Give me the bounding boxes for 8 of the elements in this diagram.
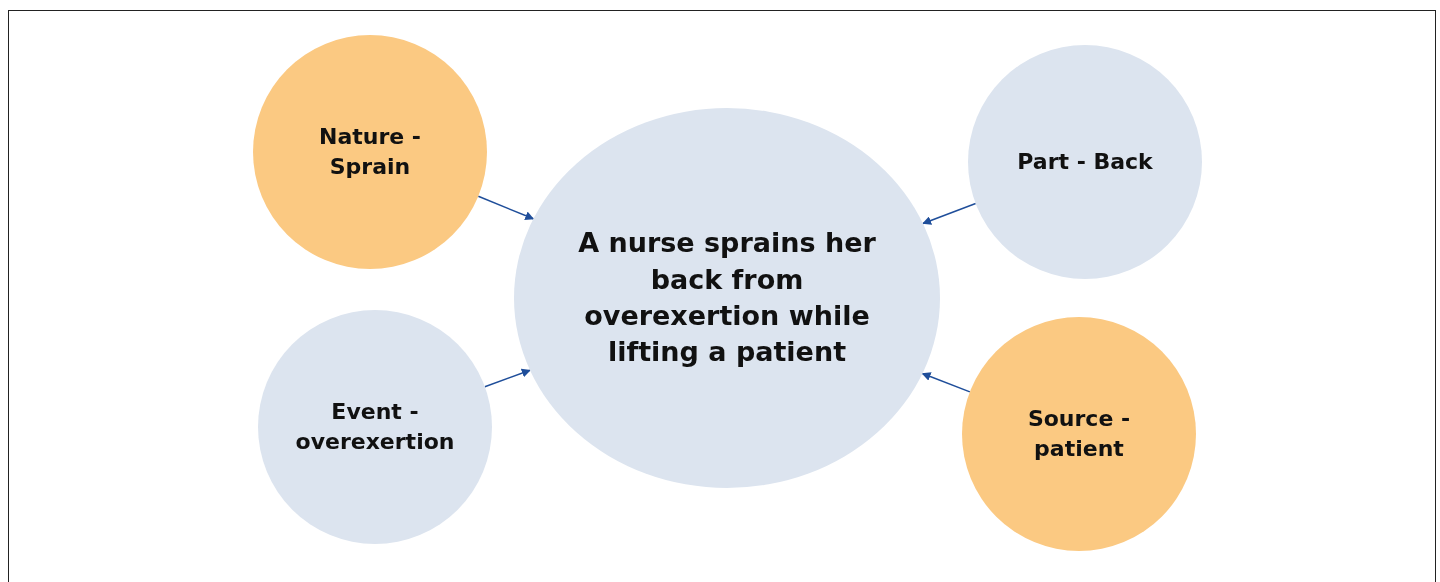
node-label: Nature - Sprain xyxy=(318,123,422,181)
arrow xyxy=(484,368,531,388)
node-label: A nurse sprains her back from overexertion while lifting a patient xyxy=(577,226,877,370)
arrow xyxy=(922,202,977,225)
node-label: Event - overexertion xyxy=(294,398,456,456)
arrow xyxy=(477,195,535,220)
node-label: Part - Back xyxy=(1017,148,1153,177)
node-label: Source - patient xyxy=(1026,405,1132,463)
